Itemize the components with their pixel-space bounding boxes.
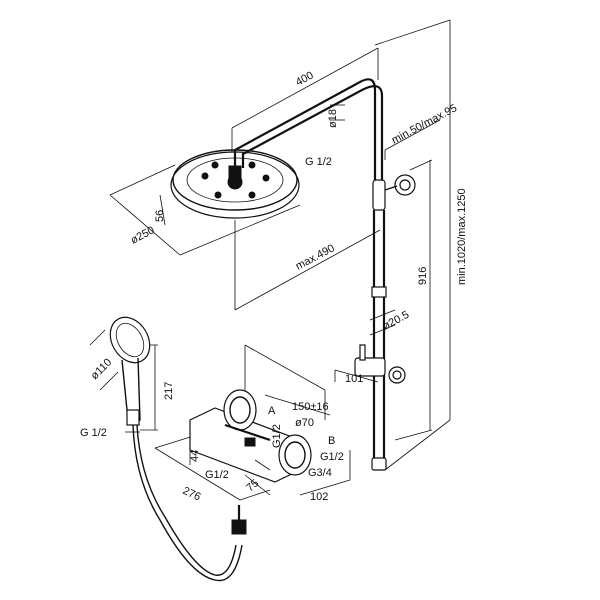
label-diam-70: ø70 (295, 417, 314, 429)
label-thread-b: G1/2 (320, 451, 344, 463)
label-thread-inlet: G1/2 (205, 469, 229, 481)
label-wall-distance: min.50/max.95 (390, 102, 459, 146)
thermostatic-mixer (189, 389, 312, 483)
label-400: 400 (294, 69, 316, 88)
hose (132, 424, 247, 582)
label-head-diameter: ø250 (129, 224, 157, 246)
label-rail-diameter: ø20.5 (381, 309, 411, 333)
label-dim-75: 75 (244, 477, 261, 494)
label-thread-head: G 1/2 (305, 156, 332, 168)
label-holder-101: 101 (345, 373, 363, 385)
label-hand-diameter: ø110 (89, 356, 115, 382)
label-point-b: B (328, 435, 335, 447)
label-dim-102: 102 (310, 491, 328, 503)
label-thread-outlet: G3/4 (308, 467, 332, 479)
label-thread-hand: G 1/2 (80, 427, 107, 439)
label-centers: 150±16 (292, 401, 329, 413)
label-dim-44: 44 (189, 450, 201, 462)
hand-shower (109, 316, 151, 426)
label-pipe-diameter: ø18 (327, 109, 339, 128)
label-hand-length: 217 (163, 382, 175, 400)
shower-arm-and-rail (233, 78, 416, 471)
label-rail-916: 916 (417, 267, 429, 285)
label-dim-276: 276 (181, 485, 203, 504)
label-point-a: A (268, 405, 276, 417)
label-head-height: 56 (154, 210, 166, 222)
label-total-height: min.1020/max.1250 (456, 188, 468, 285)
dimension-lines (89, 19, 451, 501)
label-thread-a: G1/2 (271, 424, 283, 448)
